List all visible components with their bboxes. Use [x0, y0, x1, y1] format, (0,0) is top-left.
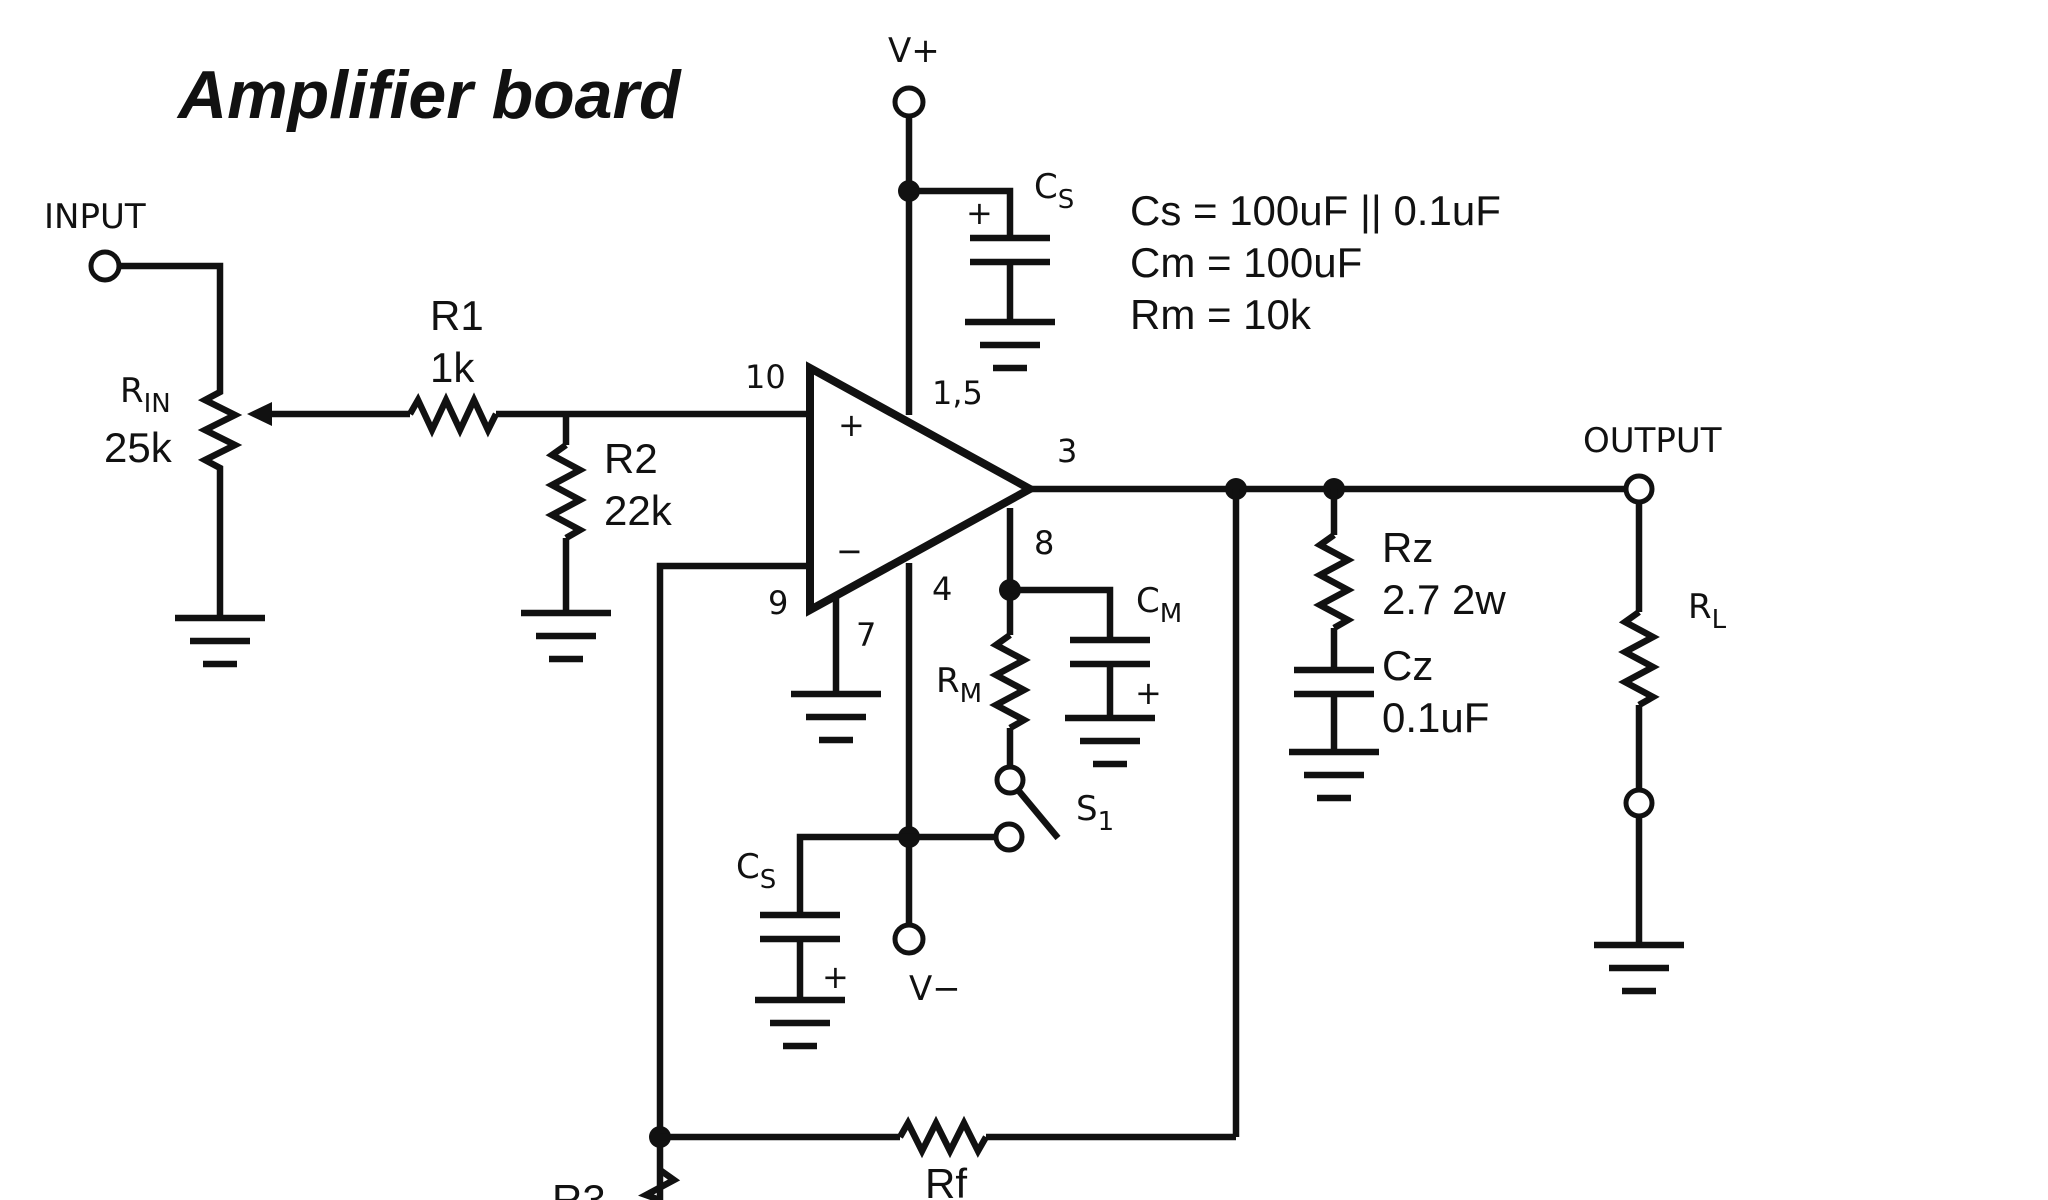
cs-bottom-wire — [796, 833, 909, 915]
cs-top-label: CS — [1034, 167, 1074, 215]
vminus-label: V− — [909, 969, 961, 1009]
rm-label: RM — [936, 661, 982, 709]
r2-resistor — [545, 442, 587, 541]
note-rm: Rm = 10k — [1130, 291, 1312, 338]
output-label: OUTPUT — [1583, 421, 1722, 461]
rin-value: 25k — [104, 424, 173, 471]
op-amp-plus: + — [838, 406, 865, 444]
vplus-label: V+ — [888, 31, 940, 71]
cs-bottom-capacitor — [755, 911, 845, 1050]
s1-label: S1 — [1076, 789, 1114, 837]
s1-switch-blade — [1015, 787, 1061, 841]
cz-value: 0.1uF — [1382, 694, 1489, 741]
rf-resistor — [897, 1115, 989, 1159]
pin-4-label: 4 — [932, 570, 952, 608]
ground-symbol-r2 — [521, 609, 611, 663]
op-amp-triangle — [806, 361, 1039, 617]
rz-label: Rz — [1382, 524, 1433, 571]
output-terminal — [1623, 473, 1655, 505]
cs-top-plus: + — [966, 194, 993, 232]
inv-input-wire — [656, 562, 810, 1200]
ground-symbol-pin7 — [791, 690, 881, 744]
cm-wire — [1010, 586, 1114, 640]
input-wire — [119, 262, 224, 385]
rf-label: Rf — [925, 1160, 967, 1200]
cs-bottom-plus: + — [822, 958, 849, 996]
cs-bottom-label: CS — [736, 847, 776, 895]
cz-label: Cz — [1382, 642, 1433, 689]
pin-7-label: 7 — [856, 616, 876, 654]
ground-symbol-rin — [175, 614, 265, 668]
cm-capacitor — [1065, 636, 1155, 768]
rl-label: RL — [1688, 587, 1727, 635]
s1-top-contact — [994, 764, 1026, 796]
ground-symbol-rl — [1594, 941, 1684, 995]
pin-1-5-label: 1,5 — [932, 374, 983, 412]
s1-bottom-contact — [993, 821, 1025, 853]
r1-value: 1k — [430, 344, 475, 391]
rin-potentiometer — [197, 385, 243, 471]
vminus-terminal — [892, 922, 926, 956]
cz-capacitor — [1294, 666, 1374, 752]
rl-resistor — [1618, 609, 1660, 708]
pin-3-label: 3 — [1057, 432, 1077, 470]
r3-label: R3 — [552, 1176, 606, 1200]
cm-plus: + — [1135, 674, 1162, 712]
cs-top-wire — [909, 187, 1014, 238]
vplus-terminal — [892, 85, 926, 119]
pin-9-label: 9 — [768, 584, 788, 622]
diagram-title: Amplifier board — [176, 57, 682, 133]
r2-value: 22k — [604, 487, 673, 534]
note-cm: Cm = 100uF — [1130, 239, 1362, 286]
rz-value: 2.7 2w — [1382, 576, 1506, 623]
ground-symbol-cz — [1289, 748, 1379, 802]
op-amp-minus: − — [836, 532, 863, 570]
rz-resistor — [1313, 532, 1355, 631]
input-terminal — [88, 249, 122, 283]
r3-resistor — [638, 1167, 681, 1200]
r1-label: R1 — [430, 292, 484, 339]
note-cs: Cs = 100uF || 0.1uF — [1130, 187, 1501, 234]
pin-10-label: 10 — [745, 358, 786, 396]
cm-label: CM — [1136, 581, 1182, 629]
rin-label: RIN — [120, 371, 171, 419]
pin-8-label: 8 — [1034, 524, 1054, 562]
cs-top-capacitor — [965, 234, 1055, 372]
r1-resistor — [407, 392, 499, 438]
r2-label: R2 — [604, 435, 658, 482]
rm-resistor — [989, 632, 1031, 731]
wiper-arrow-icon — [247, 402, 272, 426]
rl-terminal — [1623, 787, 1655, 819]
input-label: INPUT — [44, 197, 146, 237]
